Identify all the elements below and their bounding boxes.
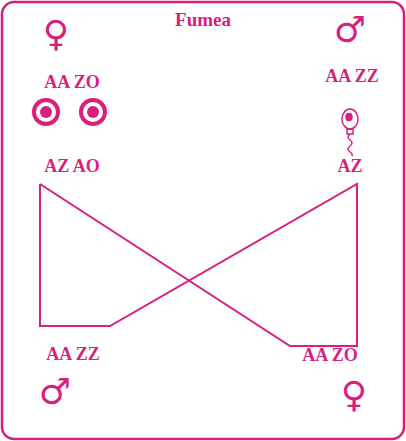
male-symbol: ♂ bbox=[334, 10, 366, 50]
egg-cell bbox=[79, 98, 107, 126]
genotype: AA ZO bbox=[302, 346, 358, 366]
title: Fumea bbox=[175, 10, 231, 31]
genotype: AA ZZ bbox=[46, 345, 100, 365]
sperm-cell bbox=[342, 109, 358, 156]
male-symbol: ♂ bbox=[39, 372, 71, 412]
gamete-genotype: AZ bbox=[337, 157, 362, 177]
cross-lines bbox=[40, 184, 357, 346]
genotype: AA ZO bbox=[44, 73, 100, 93]
genotype: AA ZZ bbox=[325, 67, 379, 87]
female-symbol: ♀ bbox=[43, 14, 69, 54]
egg-cell bbox=[32, 98, 60, 126]
female-symbol: ♀ bbox=[341, 375, 367, 415]
gamete-genotype: AZ AO bbox=[44, 157, 100, 177]
